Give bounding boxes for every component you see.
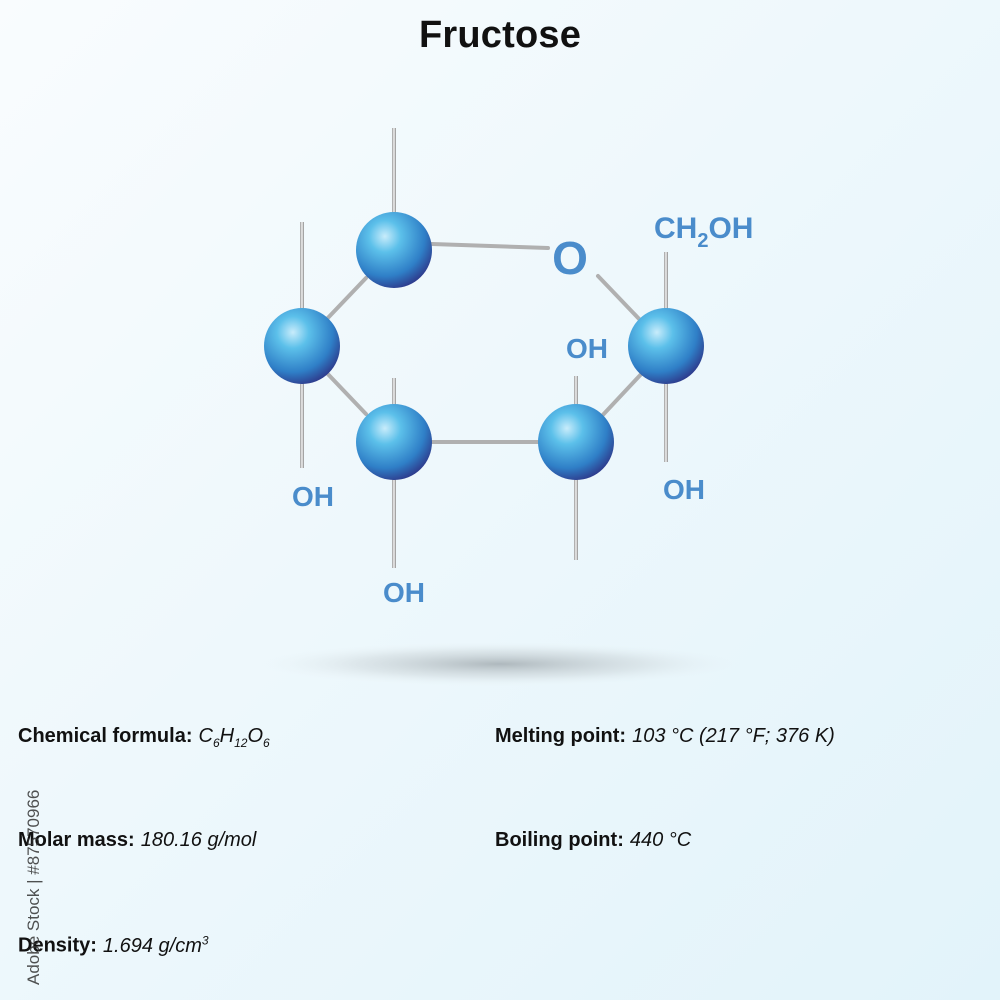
fructose-molecule-diagram: O CH2OH OH OH OH OH (260, 128, 753, 686)
hydroxyl-label-ring-right: OH (566, 333, 608, 364)
property-density: Density:1.694 g/cm3 (18, 933, 209, 958)
boiling-point-value: 440 °C (629, 829, 692, 851)
bond-c4-c5 (322, 368, 368, 416)
ring-oxygen-label: O (552, 232, 588, 284)
carbon-atom-c3 (356, 212, 432, 288)
carbon-atom-c5 (264, 308, 340, 384)
stock-watermark: Adobe Stock | #87570966 (24, 789, 43, 985)
stick-bottom-right-down (574, 476, 578, 560)
property-molar-mass: Molar mass:180.16 g/mol (18, 829, 256, 852)
ch2oh-main: CH (654, 212, 697, 245)
chemical-formula-value: C6H12O6 (198, 725, 270, 750)
boiling-point-label: Boiling point: (495, 829, 624, 851)
property-chemical-formula: Chemical formula:C6H12O6 (18, 725, 270, 750)
bond-c2-c1 (598, 368, 647, 420)
bond-o-c2 (596, 274, 644, 324)
melting-point-value: 103 °C (217 °F; 376 K) (632, 725, 835, 747)
property-melting-point: Melting point:103 °C (217 °F; 376 K) (495, 725, 835, 748)
carbon-atom-c2 (628, 308, 704, 384)
stick-right-up (664, 252, 668, 312)
stick-bottom-right-up (574, 376, 578, 408)
carbon-atom-c1 (538, 404, 614, 480)
ch2oh-label: CH2OH (654, 212, 753, 252)
stick-bottom-left-up (392, 378, 396, 408)
stick-left-up (300, 222, 304, 314)
chemical-formula-label: Chemical formula: (18, 725, 193, 747)
stick-right-down (664, 380, 668, 462)
stick-bottom-left-down (392, 476, 396, 568)
molecule-shadow (260, 642, 740, 686)
molar-mass-value: 180.16 g/mol (140, 829, 257, 851)
density-label: Density: (18, 934, 97, 957)
molar-mass-label: Molar mass: (18, 829, 135, 851)
page-title: Fructose (418, 14, 582, 56)
ring-bonds (322, 242, 647, 444)
hydroxyl-label-bottom: OH (383, 577, 425, 608)
melting-point-label: Melting point: (495, 725, 627, 747)
carbon-atom-c4 (356, 404, 432, 480)
stick-left-down (300, 380, 304, 468)
bond-c3-o (430, 242, 550, 250)
property-boiling-point: Boiling point:440 °C (495, 829, 691, 852)
substituent-sticks (300, 128, 668, 568)
density-value: 1.694 g/cm3 (102, 933, 209, 957)
carbon-atoms (264, 212, 704, 480)
ch2oh-subscript: 2 (697, 230, 708, 252)
ch2oh-tail: OH (708, 212, 753, 245)
hydroxyl-label-right: OH (663, 474, 705, 505)
hydroxyl-label-left: OH (292, 481, 334, 512)
stick-top-left-up (392, 128, 396, 218)
bond-c5-c3 (322, 276, 368, 324)
